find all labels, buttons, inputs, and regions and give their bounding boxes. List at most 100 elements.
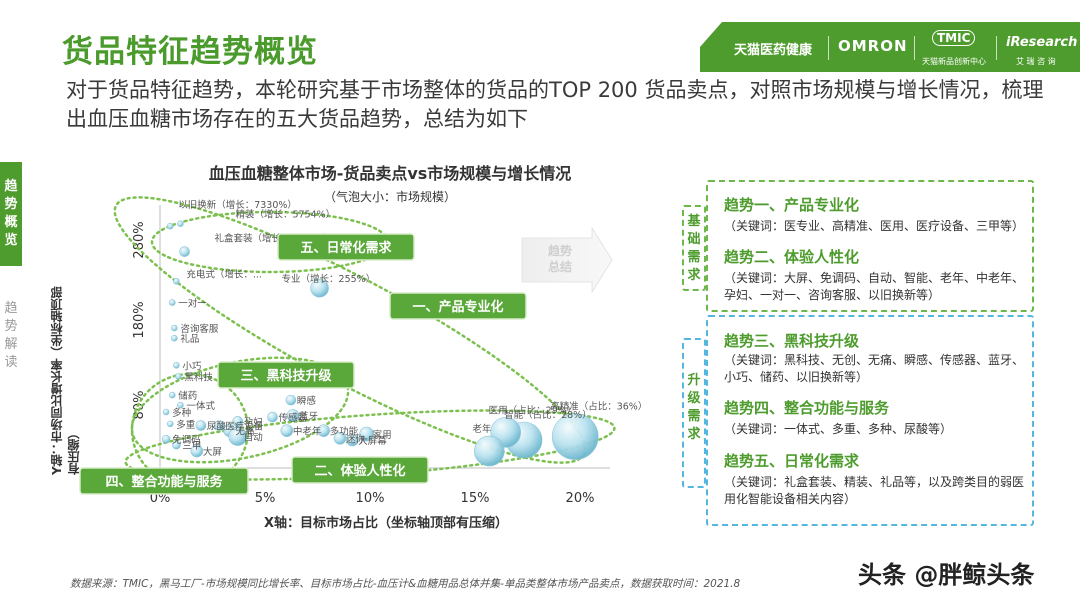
tab-char: 趋	[4, 179, 18, 194]
data-bubble	[162, 408, 170, 416]
bubble-label: 一体式	[186, 400, 215, 412]
bubble-label: 迷你	[346, 433, 366, 445]
data-bubble	[333, 432, 347, 445]
data-bubble	[474, 435, 505, 467]
bubble-label: 礼品	[180, 333, 199, 345]
bubble-label: 免调码	[172, 434, 201, 446]
trend-2-keywords: （关键词：大屏、免调码、自动、智能、老年、中老年、孕妇、一对一、咨询客服、以旧换…	[724, 271, 1025, 302]
group-ellipse	[124, 409, 616, 481]
label-char: 求	[687, 427, 701, 442]
bubble-label: 智能（占比：28%）	[504, 409, 592, 421]
bubble-label: 医用（占比：29%）	[489, 404, 577, 416]
trend-1-keywords: （关键词：医专业、高精准、医用、医疗设备、三甲等）	[724, 219, 1025, 233]
trend-group-tag-label: 五、日常化需求	[300, 240, 392, 256]
bubble-label: 蓝牙	[299, 410, 318, 422]
data-bubble	[166, 420, 174, 428]
iresearch-subtitle: 艾 瑞 咨 询	[1016, 57, 1056, 66]
label-char: 础	[687, 232, 701, 247]
omron-logo: OMRON	[838, 37, 908, 55]
data-bubble	[195, 420, 207, 431]
trend-4-title: 趋势四、整合功能与服务	[724, 399, 890, 417]
arrow-label-line2: 总结	[548, 259, 572, 274]
brand-divider	[914, 36, 915, 60]
arrow-label-line1: 趋势	[548, 243, 572, 258]
trend-group-tag	[291, 456, 429, 484]
bubble-label: 医疗设备	[225, 421, 264, 433]
bubble-label: 传感器	[279, 412, 308, 424]
sidebar-tab-interpretation[interactable]: 趋 势 解 读	[0, 300, 22, 372]
brand-bar: 天猫医药健康 OMRON TMIC 天猫新品创新中心 iResearch 艾 瑞…	[700, 22, 1080, 72]
data-bubble	[177, 401, 184, 409]
brand-divider	[828, 36, 829, 60]
bubble-label: 精装（增长：5754%）	[235, 209, 335, 221]
tmall-health-logo: 天猫医药健康	[734, 43, 813, 58]
bubble-label: 咨询客服	[180, 323, 219, 335]
data-bubble	[285, 394, 297, 406]
bubble-label: 一对一	[178, 298, 207, 310]
trend-2-title: 趋势二、体验人性化	[724, 248, 860, 266]
data-bubble	[168, 299, 176, 306]
watermark: 头条 @胖鲸头条	[858, 561, 1035, 589]
x-axis-label: X轴：目标市场占比（坐标轴顶部有压缩）	[263, 516, 509, 531]
tab-char: 趋	[4, 301, 18, 316]
data-bubble	[172, 440, 181, 450]
y-tick-label: 280%	[132, 221, 147, 258]
upgrade-needs-panel	[706, 315, 1034, 526]
bubble-label: 高精准（占比：36%）	[550, 401, 647, 413]
basic-needs-label: 基 础 需 求	[682, 205, 706, 291]
data-bubble	[310, 278, 329, 298]
tmic-logo: TMIC	[932, 30, 976, 46]
brand-divider	[996, 36, 997, 60]
trend-3-keywords: （关键词：黑科技、无创、无痛、瞬感、传感器、蓝牙、小巧、储药、以旧换新等）	[724, 353, 1025, 384]
data-bubble	[173, 362, 180, 369]
data-bubble	[166, 222, 174, 230]
trend-group-tag	[217, 361, 355, 389]
bubble-label: 黑科技	[184, 371, 213, 383]
x-tick-label: 15%	[461, 491, 490, 506]
data-bubble	[214, 420, 225, 431]
data-bubble	[280, 424, 294, 437]
label-char: 需	[687, 250, 701, 265]
data-source-note: 数据来源：TMIC，黑马工厂-市场规模同比增长率、目标市场占比-血压计&血糖用品…	[70, 578, 741, 590]
trend-group-tag-label: 三、黑科技升级	[240, 368, 332, 384]
label-char: 基	[687, 214, 701, 229]
data-bubble	[171, 334, 178, 342]
basic-needs-panel	[706, 180, 1034, 312]
bubble-label: 以旧换新（增长：7330%）	[178, 199, 297, 211]
trend-group-tag	[277, 233, 415, 261]
trend-3-title: 趋势三、黑科技升级	[724, 332, 860, 350]
trend-group-tag	[79, 467, 249, 495]
bubble-label: 老年	[472, 423, 492, 435]
chart-subtitle: （气泡大小：市场规模）	[323, 190, 456, 204]
page-subtitle: 对于货品特征趋势，本轮研究基于市场整体的货品的TOP 200 货品卖点，对照市场…	[66, 78, 1044, 131]
tab-char: 概	[4, 215, 18, 230]
x-tick-label: 5%	[255, 491, 276, 506]
data-bubble	[171, 324, 178, 332]
data-bubble	[317, 424, 330, 437]
trend-1-title: 趋势一、产品专业化	[724, 196, 860, 214]
label-char: 求	[687, 268, 701, 283]
upgrade-needs-label: 升 级 需 求	[682, 338, 706, 488]
x-tick-label: 10%	[356, 491, 385, 506]
bubble-label: 充电式（增长：...	[186, 268, 262, 280]
bubble-label: 大屏	[203, 446, 222, 458]
tab-char: 解	[4, 337, 18, 352]
data-bubble	[286, 409, 300, 422]
iresearch-logo: iResearch	[1006, 35, 1078, 50]
bubble-label: 多重	[176, 419, 196, 431]
trend-group-tag	[389, 292, 527, 320]
trend-5-keywords: （关键词：礼盒套装、精装、礼品等，以及跨类目的弱医用化智能设备相关内容）	[724, 475, 1025, 506]
trend-5-title: 趋势五、日常化需求	[724, 452, 860, 470]
tab-char: 览	[4, 233, 18, 248]
data-bubble	[173, 278, 180, 285]
bubble-label: 自动	[244, 432, 263, 444]
bubble-label: 多功能	[330, 426, 359, 438]
tmic-subtitle: 天猫新品创新中心	[922, 57, 986, 66]
data-bubble	[359, 426, 374, 442]
x-tick-label: 20%	[566, 491, 595, 506]
chart-title: 血压血糖整体市场-货品卖点vs市场规模与增长情况	[208, 164, 572, 183]
sidebar-tab-overview[interactable]: 趋 势 概 览	[0, 162, 22, 266]
tab-char: 势	[4, 319, 18, 334]
trend-4-keywords: （关键词：一体式、多重、多种、尿酸等）	[724, 422, 953, 436]
page-title: 货品特征趋势概览	[62, 34, 318, 70]
